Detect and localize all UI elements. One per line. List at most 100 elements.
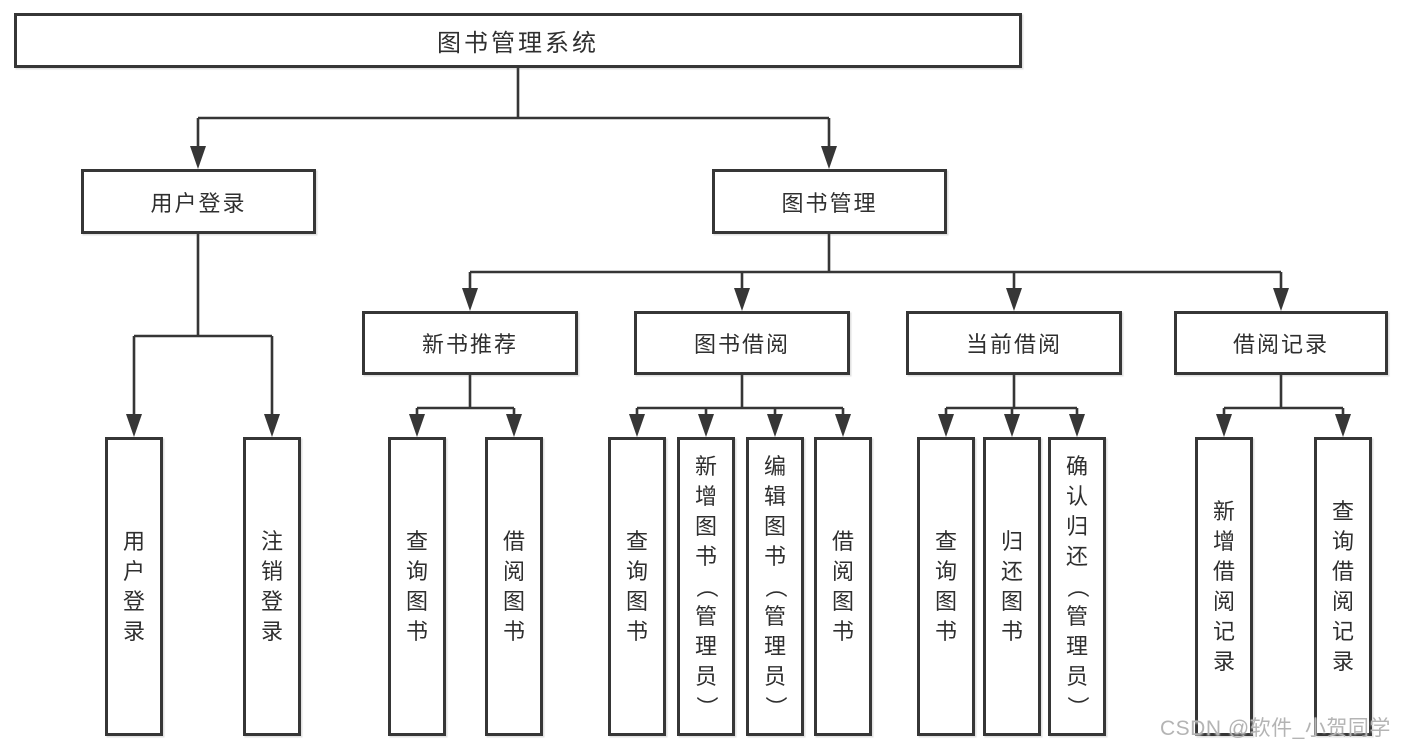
vertical-char: 图 [625, 588, 648, 614]
vertical-char: 记 [1212, 618, 1235, 644]
connector-book-mgmt-branch [462, 234, 1289, 311]
arrowhead [1006, 288, 1022, 311]
leaf-query-books-recommend-label: 查询图书 [391, 440, 443, 733]
arrowhead [462, 288, 478, 311]
vertical-char: 书 [405, 618, 428, 644]
vertical-char: 图 [502, 588, 525, 614]
arrowhead [264, 414, 280, 437]
vertical-char: 书 [625, 618, 648, 644]
vertical-char: 阅 [1331, 588, 1354, 614]
vertical-char: 查 [934, 528, 957, 554]
leaf-return-book: 归还图书 [983, 437, 1041, 736]
vertical-char: 询 [625, 558, 648, 584]
vertical-char: 注 [260, 528, 283, 554]
leaf-add-book-admin: 新增图书（管理员） [677, 437, 735, 736]
vertical-char: 图 [934, 588, 957, 614]
leaf-return-book-label: 归还图书 [986, 440, 1038, 733]
vertical-char: 用 [122, 528, 145, 554]
vertical-char: 查 [1331, 498, 1354, 524]
arrowhead [821, 146, 837, 169]
arrowhead [506, 414, 522, 437]
node-current-borrow: 当前借阅 [906, 311, 1122, 375]
leaf-borrow-books-recommend: 借阅图书 [485, 437, 543, 736]
vertical-char: （ [1064, 575, 1090, 598]
leaf-add-book-admin-label: 新增图书（管理员） [680, 440, 732, 733]
vertical-char: 查 [405, 528, 428, 554]
leaf-query-books-current-label: 查询图书 [920, 440, 972, 733]
vertical-char: 借 [502, 528, 525, 554]
vertical-char: 书 [1000, 618, 1023, 644]
arrowhead [938, 414, 954, 437]
arrowhead [734, 288, 750, 311]
vertical-char: 认 [1065, 483, 1088, 509]
arrowhead [629, 414, 645, 437]
vertical-char: 图 [763, 513, 786, 539]
vertical-char: 登 [260, 588, 283, 614]
arrowhead [409, 414, 425, 437]
vertical-char: （ [762, 575, 788, 598]
leaf-borrow-books-borrow-label: 借阅图书 [817, 440, 869, 733]
vertical-char: 图 [694, 513, 717, 539]
vertical-char: 书 [694, 543, 717, 569]
leaf-query-books-recommend: 查询图书 [388, 437, 446, 736]
node-book-management-label: 图书管理 [781, 190, 878, 216]
leaf-query-books-current: 查询图书 [917, 437, 975, 736]
vertical-char: 增 [1212, 528, 1235, 554]
arrowhead [1273, 288, 1289, 311]
arrowhead [767, 414, 783, 437]
leaf-user-login-label: 用户登录 [108, 440, 160, 733]
vertical-char: 阅 [502, 558, 525, 584]
node-book-management: 图书管理 [712, 169, 947, 234]
arrowhead [698, 414, 714, 437]
node-root-label: 图书管理系统 [437, 30, 599, 57]
vertical-char: 图 [831, 588, 854, 614]
connector-borrow-record-branch [1216, 375, 1351, 437]
vertical-char: 归 [1000, 528, 1023, 554]
vertical-char: 询 [1331, 528, 1354, 554]
vertical-char: 借 [831, 528, 854, 554]
vertical-char: ） [693, 695, 719, 718]
node-borrow-records: 借阅记录 [1174, 311, 1388, 375]
vertical-char: 阅 [831, 558, 854, 584]
csdn-watermark: CSDN @软件_小贺同学 [1160, 717, 1391, 740]
vertical-char: 书 [763, 543, 786, 569]
arrowhead [126, 414, 142, 437]
node-new-book-recommend: 新书推荐 [362, 311, 578, 375]
node-root: 图书管理系统 [14, 13, 1022, 68]
vertical-char: 书 [502, 618, 525, 644]
vertical-char: ） [762, 695, 788, 718]
node-user-login-label: 用户登录 [150, 190, 247, 216]
leaf-query-books-borrow: 查询图书 [608, 437, 666, 736]
connector-user-login-branch [126, 234, 280, 437]
vertical-char: 阅 [1212, 588, 1235, 614]
vertical-char: 员 [694, 663, 717, 689]
connector-new-book-branch [409, 375, 522, 437]
vertical-char: 管 [694, 603, 717, 629]
vertical-char: 还 [1065, 543, 1088, 569]
vertical-char: 员 [763, 663, 786, 689]
arrowhead [1335, 414, 1351, 437]
node-book-borrow: 图书借阅 [634, 311, 850, 375]
leaf-borrow-books-recommend-label: 借阅图书 [488, 440, 540, 733]
arrowhead [1216, 414, 1232, 437]
vertical-char: 录 [1331, 648, 1354, 674]
vertical-char: ） [1064, 695, 1090, 718]
leaf-add-borrow-record-label: 新增借阅记录 [1198, 440, 1250, 733]
vertical-char: 户 [122, 558, 145, 584]
vertical-char: 理 [1065, 633, 1088, 659]
arrowhead [190, 146, 206, 169]
vertical-char: 记 [1331, 618, 1354, 644]
vertical-char: 管 [1065, 603, 1088, 629]
node-current-borrow-label: 当前借阅 [965, 332, 1062, 357]
node-new-book-recommend-label: 新书推荐 [421, 332, 518, 357]
connector-root-to-level1 [190, 68, 837, 169]
vertical-char: 图 [1000, 588, 1023, 614]
vertical-char: 新 [694, 453, 717, 479]
connector-current-borrow-branch [938, 375, 1085, 437]
vertical-char: 书 [934, 618, 957, 644]
vertical-char: 理 [694, 633, 717, 659]
leaf-borrow-books-borrow: 借阅图书 [814, 437, 872, 736]
leaf-confirm-return-admin-label: 确认归还（管理员） [1051, 440, 1103, 733]
leaf-add-borrow-record: 新增借阅记录 [1195, 437, 1253, 736]
